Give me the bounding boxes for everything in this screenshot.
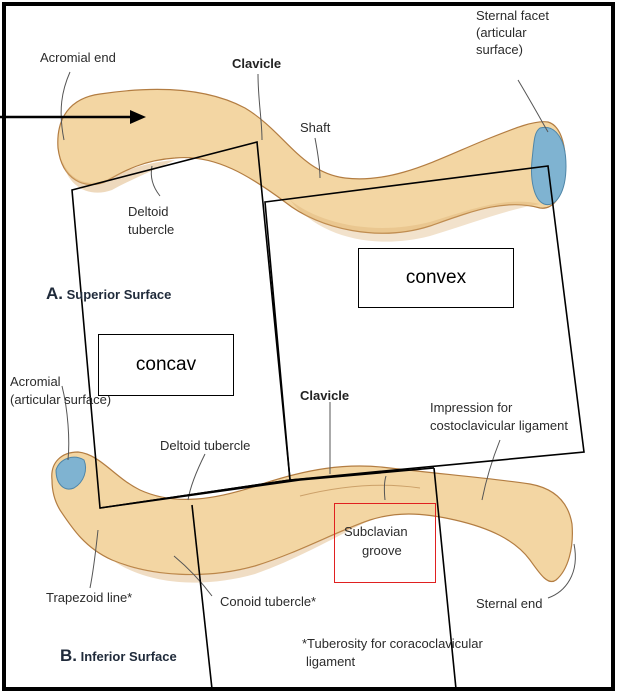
label-clavicle-top: Clavicle [232,56,281,72]
label-subclavian-2: groove [362,543,402,559]
label-deltoid-tubercle-bottom: Deltoid tubercle [160,438,250,454]
label-clavicle-bottom: Clavicle [300,388,349,404]
label-trapezoid-line: Trapezoid line* [46,590,132,606]
label-footnote-1: *Tuberosity for coracoclavicular [302,636,483,652]
section-b-title: B. Inferior Surface [60,646,177,666]
label-impression-1: Impression for [430,400,512,416]
label-impression-2: costoclavicular ligament [430,418,568,434]
label-deltoid-tubercle-top-2: tubercle [128,222,174,238]
annotation-convex-text: convex [406,267,466,289]
section-a-letter: A. [46,284,63,303]
label-deltoid-tubercle-top-1: Deltoid [128,204,168,220]
annotation-convex-box: convex [358,248,514,308]
annotation-concav-box: concav [98,334,234,396]
clavicle-inferior-bone [52,452,573,582]
section-b-text: Inferior Surface [81,649,177,664]
label-sternal-facet-3: surface) [476,42,523,58]
label-sternal-end: Sternal end [476,596,543,612]
section-a-text: Superior Surface [67,287,172,302]
label-conoid-tubercle: Conoid tubercle* [220,594,316,610]
annotation-concav-text: concav [136,354,196,376]
section-a-title: A. Superior Surface [46,284,171,304]
label-subclavian-1: Subclavian [344,524,408,540]
label-shaft: Shaft [300,120,330,136]
label-footnote-2: ligament [306,654,355,670]
label-sternal-facet-2: (articular [476,25,527,41]
label-sternal-facet-1: Sternal facet [476,8,549,24]
section-b-letter: B. [60,646,77,665]
leader-deltoid-top [151,166,160,196]
label-acromial-facet-1: Acromial [10,374,61,390]
label-acromial-end: Acromial end [40,50,116,66]
label-acromial-facet-2: (articular surface) [10,392,111,408]
